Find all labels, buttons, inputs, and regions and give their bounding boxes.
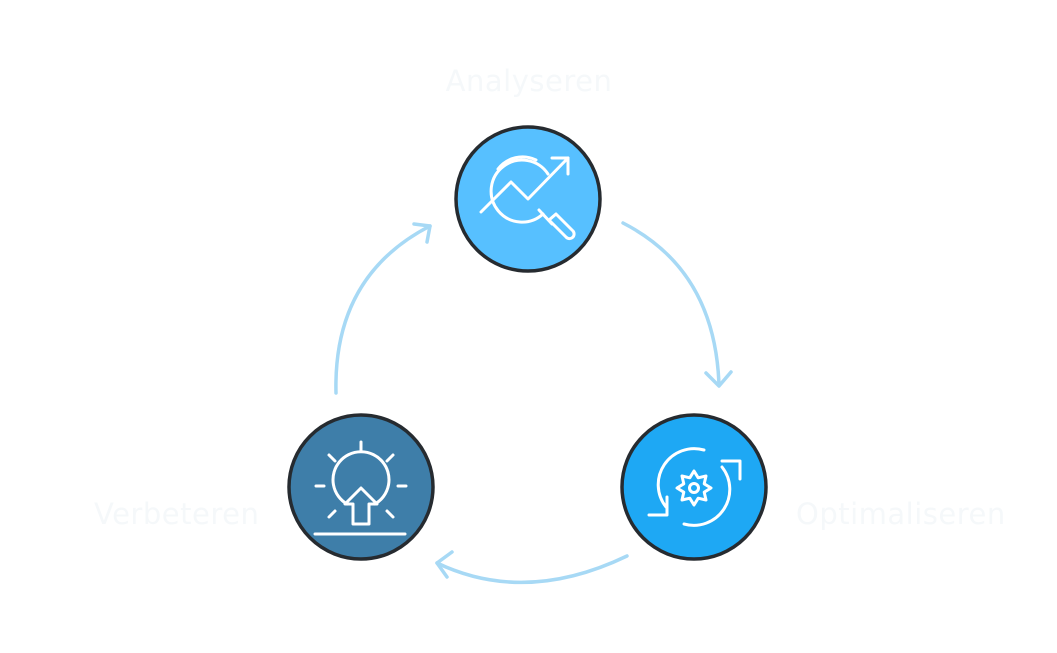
step-optimaliseren-circle bbox=[620, 413, 768, 561]
step-verbeteren-label: Verbeteren bbox=[94, 497, 260, 531]
arrow-analyseren-to-optimaliseren bbox=[621, 221, 733, 388]
step-verbeteren bbox=[287, 413, 435, 561]
cycle-arrows bbox=[334, 221, 733, 585]
gear-refresh-icon bbox=[647, 447, 742, 527]
sunrise-arrow-up-icon bbox=[313, 440, 408, 536]
gear-icon bbox=[675, 469, 713, 507]
magnifier-chart-icon bbox=[479, 155, 576, 241]
arrow-verbeteren-to-analyseren bbox=[334, 222, 432, 395]
arrow-optimaliseren-to-verbeteren bbox=[435, 550, 629, 585]
step-optimaliseren bbox=[620, 413, 768, 561]
step-analyseren bbox=[454, 125, 602, 273]
step-optimaliseren-label: Optimaliseren bbox=[796, 497, 1006, 531]
step-analyseren-label: Analyseren bbox=[445, 64, 613, 98]
